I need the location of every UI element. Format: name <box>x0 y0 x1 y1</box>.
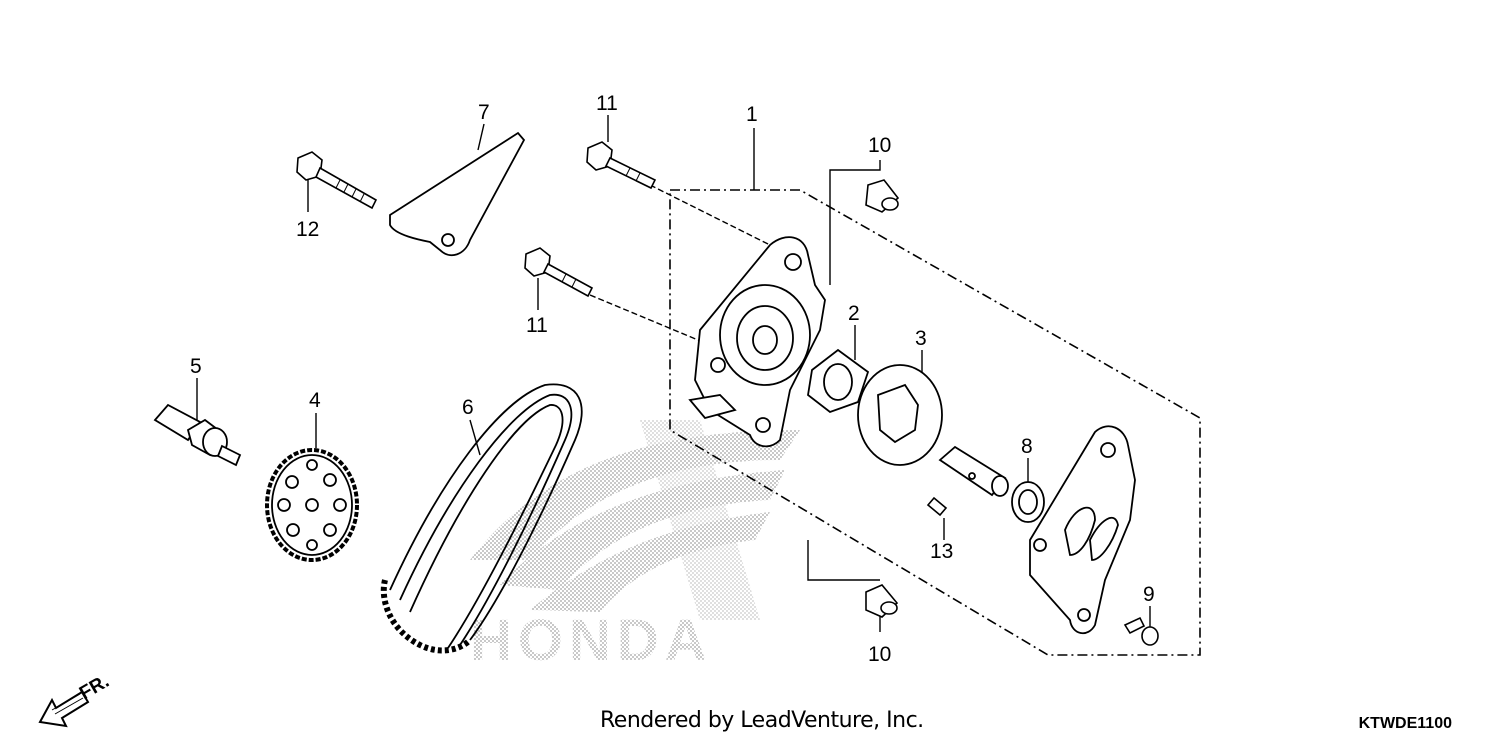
diagram-code: KTWDE1100 <box>1358 715 1452 732</box>
part-13-pin <box>926 496 948 517</box>
front-direction-arrow: FR. <box>38 671 113 728</box>
callout-9: 9 <box>1143 583 1155 606</box>
honda-watermark-text: HONDA <box>470 608 713 673</box>
part-10-dowel-top <box>865 179 900 213</box>
callout-8: 8 <box>1021 435 1033 458</box>
callout-6: 6 <box>462 396 474 419</box>
part-4-sprocket <box>265 448 359 562</box>
callout-11-top: 11 <box>596 92 618 115</box>
render-credit: Rendered by LeadVenture, Inc. <box>600 708 924 733</box>
callout-3: 3 <box>915 327 927 350</box>
part-11-bolt-top <box>586 141 657 190</box>
callout-10-top: 10 <box>868 134 891 157</box>
part-6-chain <box>380 383 583 654</box>
honda-wing-watermark: HONDA <box>470 420 800 673</box>
callout-10-bottom: 10 <box>868 643 891 666</box>
callout-1: 1 <box>746 103 758 126</box>
pump-shaft <box>938 445 1009 497</box>
callout-13: 13 <box>930 540 953 563</box>
pump-cover <box>1029 425 1136 634</box>
part-11-bolt-bottom <box>524 247 594 298</box>
assembly-frame <box>669 189 1201 656</box>
part-1-pump-body <box>688 236 826 448</box>
callout-4: 4 <box>309 389 321 412</box>
part-2-inner-rotor <box>807 348 870 414</box>
callout-7: 7 <box>478 101 490 124</box>
part-3-outer-rotor <box>857 364 943 466</box>
callout-2: 2 <box>848 302 860 325</box>
part-7-plate <box>389 131 526 257</box>
part-9-screw <box>1123 616 1159 646</box>
part-8-seal <box>1011 481 1045 523</box>
part-5-spindle <box>153 403 242 467</box>
part-12-bolt <box>296 151 378 210</box>
callout-11-bottom: 11 <box>526 314 548 337</box>
callout-5: 5 <box>190 355 202 378</box>
part-10-dowel-bottom <box>865 584 899 618</box>
callout-12: 12 <box>296 218 319 241</box>
